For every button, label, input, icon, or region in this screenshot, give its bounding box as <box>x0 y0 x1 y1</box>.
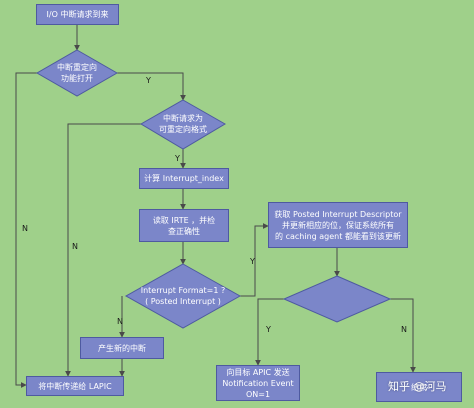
decision-redirect-line-1: 中断重定向 <box>57 63 97 72</box>
read-irte-line-1: 读取 IRTE ，并检 <box>152 215 216 225</box>
decision-onurg-shape <box>282 275 392 323</box>
label-onurg-no: N <box>401 325 407 334</box>
edge-onurg-no <box>388 298 416 373</box>
gen-interrupt-node: 产生新的中断 <box>80 337 164 359</box>
label-format-yes: Y <box>250 257 255 266</box>
decision-remap-line-1: 中断请求为 <box>163 114 203 123</box>
deliver-lapic-node: 将中断传递给 LAPIC <box>26 376 124 396</box>
watermark: 知乎 @河马 <box>388 380 447 393</box>
send-notification-line-1: 向目标 APIC 发送 <box>226 367 290 377</box>
gen-interrupt-label: 产生新的中断 <box>98 343 146 353</box>
edge-redirect-no <box>15 72 38 388</box>
label-onurg-yes: Y <box>266 325 271 334</box>
label-remap-yes: Y <box>175 154 180 163</box>
get-pid-node: 获取 Posted Interrupt Descriptor 并更新相应的位，保… <box>268 202 408 248</box>
send-notification-node: 向目标 APIC 发送 Notification Event ON=1 <box>216 365 300 401</box>
get-pid-line-3: 的 caching agent 都能看到该更新 <box>275 231 401 241</box>
decision-remap-line-2: 可重定向格式 <box>159 125 207 134</box>
decision-format-line-1: Interrupt Format=1 ? <box>140 286 226 295</box>
decision-format-text: Interrupt Format=1 ? ( Posted Interrupt … <box>126 285 240 307</box>
label-remap-no: N <box>72 242 78 251</box>
decision-remap-shape <box>140 99 226 150</box>
right-bottom-node: 结束 <box>376 372 462 402</box>
send-notification-line-2: Notification Event <box>222 378 294 388</box>
start-node: I/O 中断请求到来 <box>36 4 119 25</box>
get-pid-line-2: 并更新相应的位，保证系统所有 <box>282 220 394 230</box>
deliver-lapic-label: 将中断传递给 LAPIC <box>38 381 112 391</box>
start-node-label: I/O 中断请求到来 <box>46 10 109 19</box>
decision-redirect-shape <box>35 49 119 97</box>
label-redirect-no: N <box>22 224 28 233</box>
decision-redirect-line-2: 功能打开 <box>61 74 93 83</box>
decision-onurg-text <box>284 288 390 310</box>
read-irte-node: 读取 IRTE ，并检 查正确性 <box>139 209 229 242</box>
get-pid-line-1: 获取 Posted Interrupt Descriptor <box>274 209 402 219</box>
calc-index-node: 计算 Interrupt_index <box>139 168 229 189</box>
decision-format-shape <box>124 263 242 329</box>
decision-remap-text: 中断请求为 可重定向格式 <box>141 113 225 135</box>
decision-format-line-2: ( Posted Interrupt ) <box>145 297 221 306</box>
read-irte-line-2: 查正确性 <box>168 226 200 236</box>
decision-redirect-text: 中断重定向 功能打开 <box>37 62 117 84</box>
edge-format-yes <box>238 223 269 297</box>
edge-remap-no <box>65 123 143 377</box>
right-bottom-label: 结束 <box>411 382 427 392</box>
label-format-no: N <box>117 317 123 326</box>
edge-redirect-yes <box>117 72 186 101</box>
send-notification-line-3: ON=1 <box>245 389 271 399</box>
label-redirect-yes: Y <box>146 76 151 85</box>
edge-onurg-yes <box>255 298 286 366</box>
calc-index-label: 计算 Interrupt_index <box>144 174 224 183</box>
